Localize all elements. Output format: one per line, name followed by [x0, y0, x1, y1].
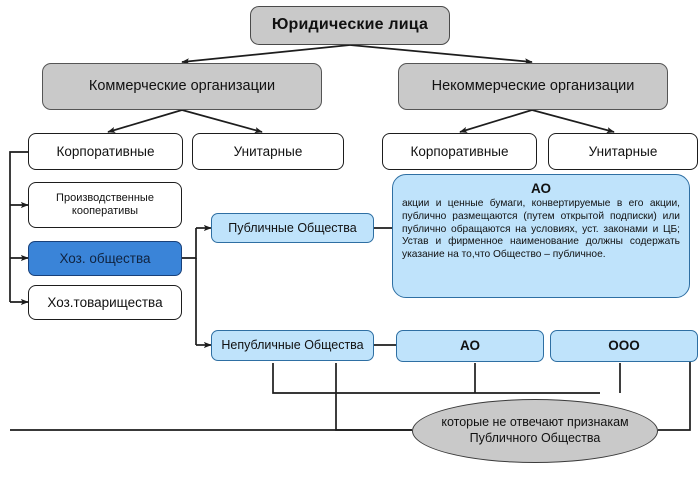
node-commercial-unitary-label: Унитарные [233, 143, 303, 159]
node-production-cooperatives-label: Производственные кооперативы [56, 192, 154, 217]
node-noncommercial-organizations[interactable]: Некоммерческие организации [398, 63, 668, 110]
node-production-cooperatives[interactable]: Производственные кооперативы [28, 182, 182, 228]
node-noncommercial-corporate-label: Корпоративные [410, 143, 509, 159]
node-public-ao-description[interactable]: АО акции и ценные бумаги, конвертируемые… [392, 174, 690, 298]
node-noncommercial-corporate[interactable]: Корпоративные [382, 133, 537, 170]
node-nonpublic-ao-label: АО [459, 338, 481, 354]
node-commercial-unitary[interactable]: Унитарные [192, 133, 344, 170]
node-nonpublic-societies[interactable]: Непубличные Общества [211, 330, 374, 361]
node-nonpublic-ao[interactable]: АО [396, 330, 544, 362]
node-nonpublic-note[interactable]: которые не отвечают признакам Публичного… [412, 399, 658, 463]
node-root-label: Юридические лица [271, 16, 429, 34]
node-nonpublic-note-label: которые не отвечают признакам Публичного… [441, 415, 629, 445]
node-economic-partnerships-label: Хоз.товарищества [47, 294, 163, 310]
node-noncommercial-unitary-label: Унитарные [588, 143, 658, 159]
node-commercial-label: Коммерческие организации [88, 77, 276, 94]
node-commercial-organizations[interactable]: Коммерческие организации [42, 63, 322, 110]
node-noncommercial-label: Некоммерческие организации [431, 77, 635, 94]
node-public-societies[interactable]: Публичные Общества [211, 213, 374, 243]
node-economic-partnerships[interactable]: Хоз.товарищества [28, 285, 182, 320]
public-ao-heading: АО [530, 181, 552, 196]
node-commercial-corporate-label: Корпоративные [56, 143, 155, 159]
node-root-legal-entities[interactable]: Юридические лица [250, 6, 450, 45]
node-noncommercial-unitary[interactable]: Унитарные [548, 133, 698, 170]
node-economic-societies-label: Хоз. общества [59, 250, 151, 266]
node-nonpublic-societies-label: Непубличные Общества [221, 338, 364, 353]
node-commercial-corporate[interactable]: Корпоративные [28, 133, 183, 170]
node-nonpublic-ooo[interactable]: ООО [550, 330, 698, 362]
public-ao-body: акции и ценные бумаги, конвертируемые в … [402, 197, 680, 261]
node-nonpublic-ooo-label: ООО [608, 338, 640, 354]
node-public-societies-label: Публичные Общества [228, 220, 357, 235]
node-economic-societies[interactable]: Хоз. общества [28, 241, 182, 276]
